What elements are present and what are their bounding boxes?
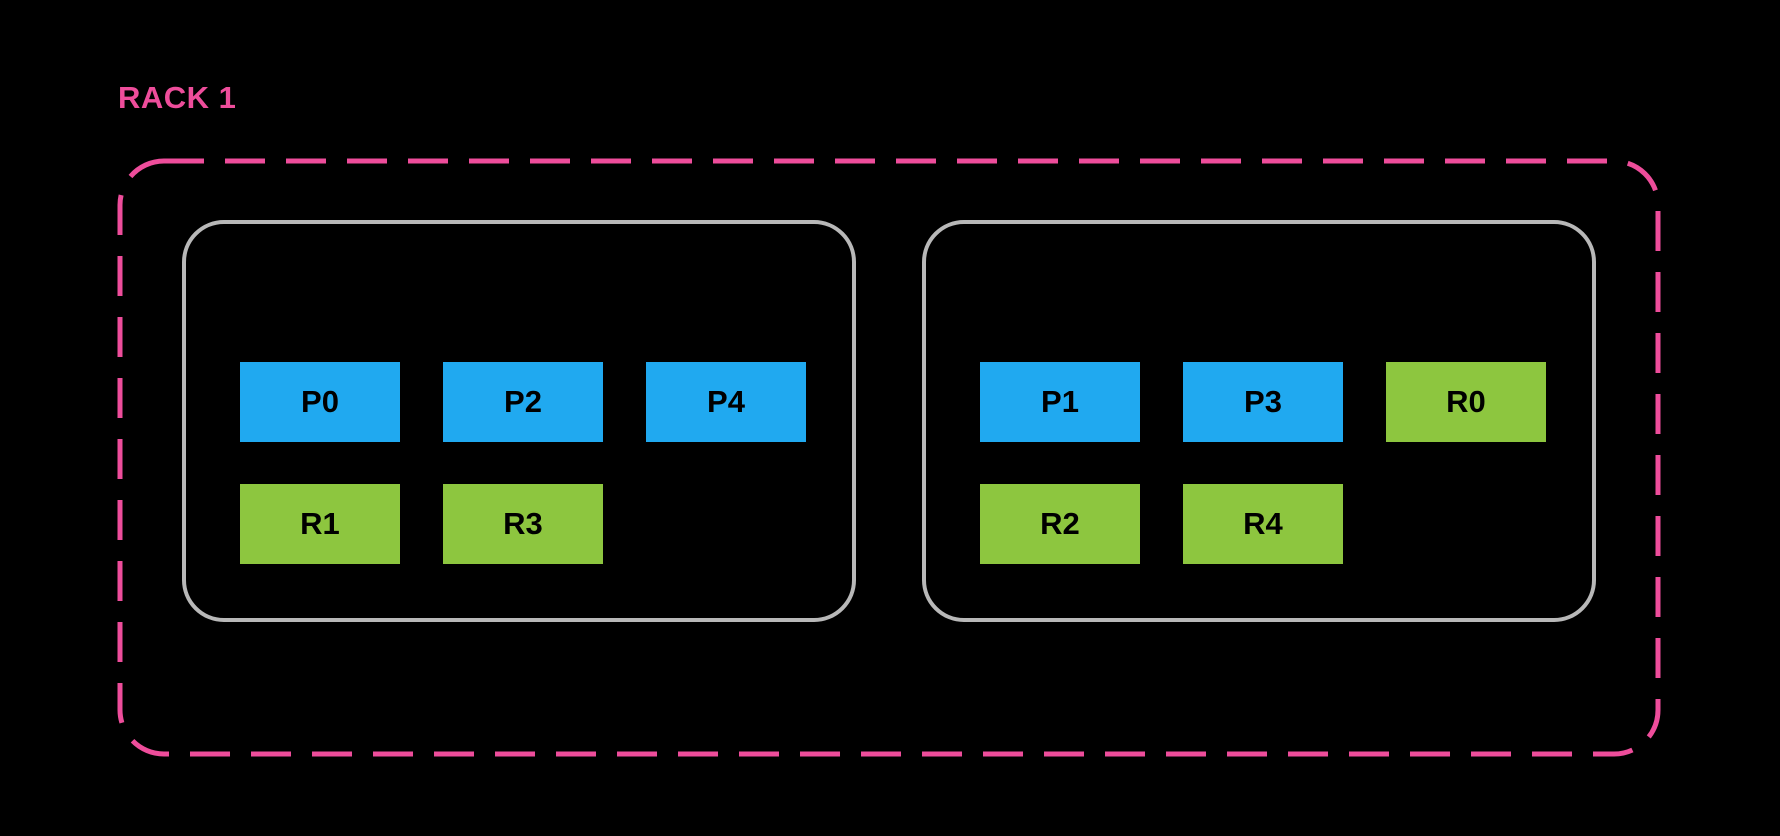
node-1: P0 P2 P4 R1 R3: [182, 220, 856, 622]
node-2: P1 P3 R0 R2 R4: [922, 220, 1596, 622]
slot-r4: R4: [1183, 484, 1343, 564]
slot-p2: P2: [443, 362, 603, 442]
slot-p1: P1: [980, 362, 1140, 442]
node-1-replica-row: R1 R3: [240, 484, 852, 564]
rack-border: [117, 158, 1661, 757]
rack-label: RACK 1: [118, 80, 237, 115]
slot-p4: P4: [646, 362, 806, 442]
slot-p0: P0: [240, 362, 400, 442]
node-2-primary-row: P1 P3 R0: [980, 362, 1592, 442]
slot-r1: R1: [240, 484, 400, 564]
slot-r3: R3: [443, 484, 603, 564]
slot-p3: P3: [1183, 362, 1343, 442]
slot-r0: R0: [1386, 362, 1546, 442]
node-1-primary-row: P0 P2 P4: [240, 362, 852, 442]
slot-r2: R2: [980, 484, 1140, 564]
node-2-replica-row: R2 R4: [980, 484, 1592, 564]
